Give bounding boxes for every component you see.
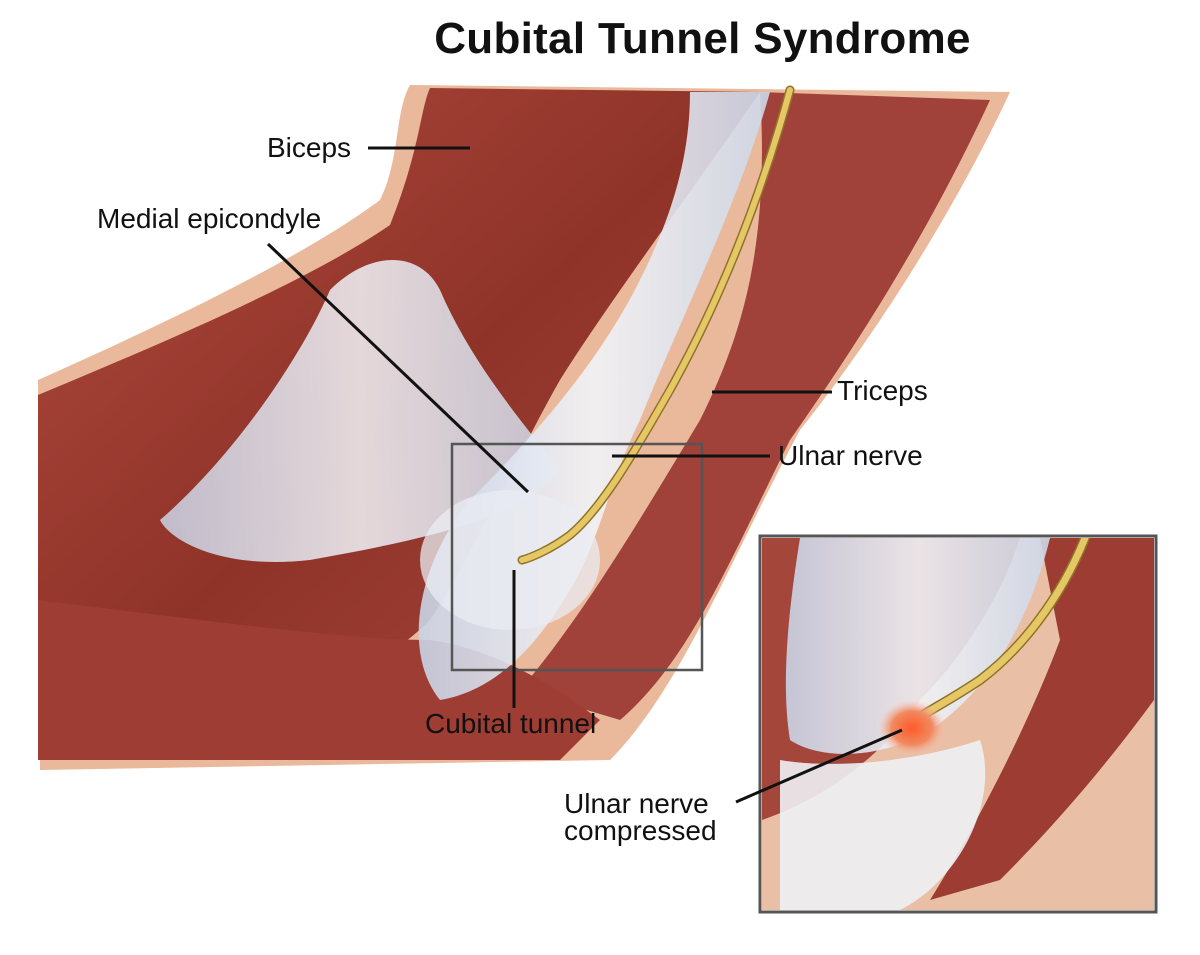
inset-closeup bbox=[762, 538, 1154, 910]
label-ulnar-nerve-compressed-1: Ulnar nerve bbox=[564, 788, 709, 819]
compressed-leader bbox=[735, 728, 903, 804]
label-medial-epicondyle: Medial epicondyle bbox=[97, 203, 322, 234]
biceps-tendon bbox=[160, 260, 560, 562]
label-biceps: Biceps bbox=[267, 132, 352, 163]
medial-epicondyle-leader bbox=[266, 242, 530, 494]
compression-site bbox=[878, 700, 946, 756]
label-ulnar-nerve: Ulnar nerve bbox=[778, 440, 923, 471]
lower-forearm bbox=[38, 600, 600, 760]
label-triceps: Triceps bbox=[837, 375, 928, 406]
diagram-title: Cubital Tunnel Syndrome bbox=[434, 14, 971, 63]
triceps-muscle bbox=[520, 92, 990, 720]
detail-region-frame bbox=[450, 442, 704, 672]
elbow-joint bbox=[420, 490, 600, 630]
label-ulnar-nerve-compressed-2: compressed bbox=[564, 815, 717, 846]
inset-frame bbox=[758, 534, 1158, 914]
label-cubital-tunnel: Cubital tunnel bbox=[425, 708, 597, 739]
